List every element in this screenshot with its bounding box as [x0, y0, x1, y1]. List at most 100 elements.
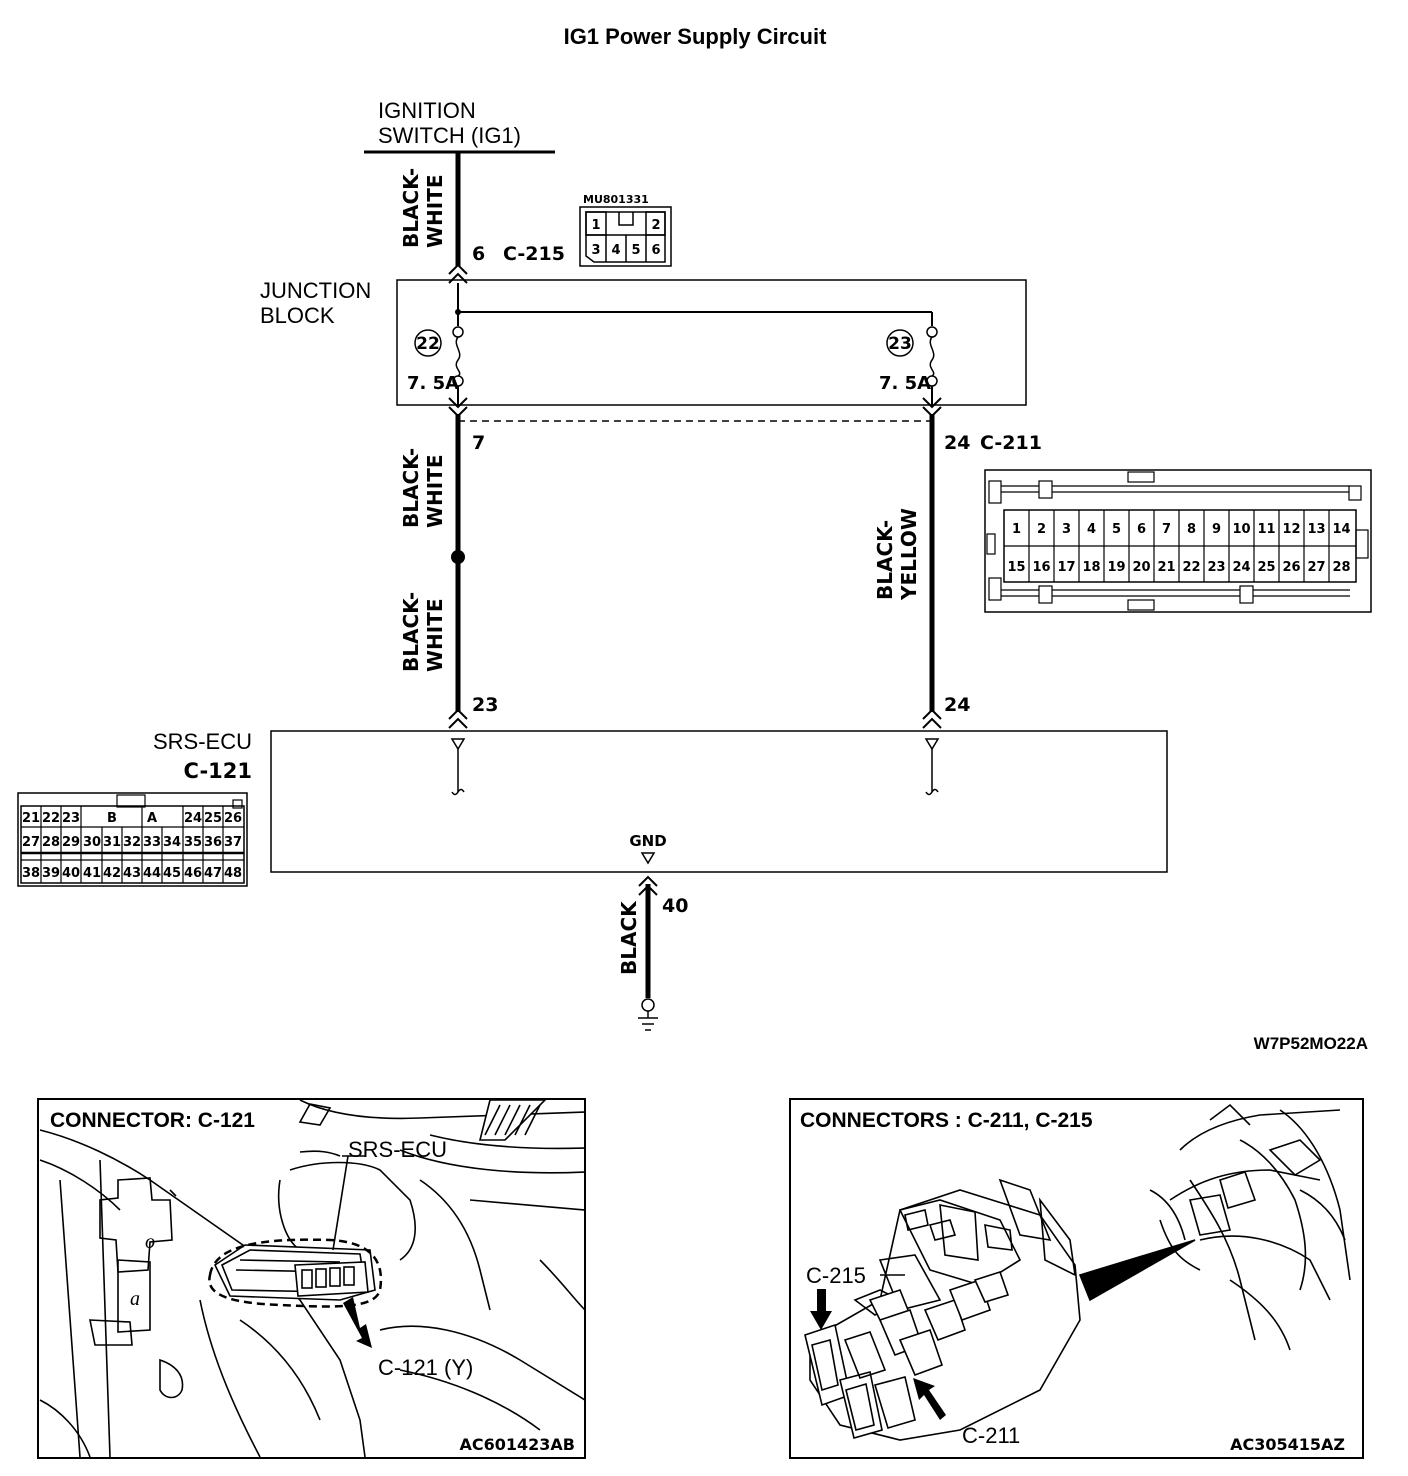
panel-connectors-c211-c215: CONNECTORS : C-211, C-215 C-215 C-211 AC… [789, 1098, 1364, 1459]
connector-pin-label: 43 [123, 866, 141, 881]
c215-name-label: C-215 [503, 243, 565, 265]
panel-left-code: AC601423AB [460, 1435, 576, 1454]
srs-ecu: SRS-ECU C-121 GND [153, 729, 1168, 873]
illustration-c121-location: o a [39, 1100, 584, 1457]
wire-color-w5: BLACK [617, 900, 641, 975]
connector-pin-label: 33 [143, 835, 161, 850]
wire-label-w3: BLACK- WHITE [399, 592, 447, 672]
connector-pin-label: 24 [1232, 560, 1250, 575]
fuse-23: 23 7. 5A [879, 326, 938, 394]
connector-pin-label: 28 [42, 835, 60, 850]
panel-right-c215-callout: C-215 [806, 1263, 866, 1288]
c215-pin-label: 6 [472, 243, 485, 265]
connector-pin-label: B [107, 811, 117, 826]
fuse-23-rating: 7. 5A [879, 373, 931, 394]
connector-pin-label: 12 [1282, 522, 1300, 537]
c215-pin: 2 [651, 218, 660, 233]
connector-pin-label: 17 [1057, 560, 1075, 575]
wire-label-w2: BLACK- WHITE [399, 448, 447, 528]
connector-pin-label: 44 [143, 866, 161, 881]
connector-pin-label: 35 [184, 835, 202, 850]
connector-pin-label: 48 [224, 866, 242, 881]
fuse-22: 22 7. 5A [407, 326, 464, 394]
wire-color-w4b: YELLOW [897, 508, 921, 601]
connector-pin-label: 34 [163, 835, 181, 850]
arrow-icon [343, 1297, 372, 1348]
fuse-22-rating: 7. 5A [407, 373, 459, 394]
connector-pin-label: 30 [83, 835, 101, 850]
connector-pin-label: 25 [204, 811, 222, 826]
svg-text:o: o [145, 1231, 155, 1253]
connector-pin-label: 19 [1107, 560, 1125, 575]
ground-symbol [638, 998, 658, 1031]
connector-pin-label: 22 [42, 811, 60, 826]
connector-pin-label: 13 [1307, 522, 1325, 537]
wire-color-w2b: WHITE [423, 454, 447, 528]
connector-pin-label: 26 [224, 811, 242, 826]
connector-pin-label: 38 [22, 866, 40, 881]
connector-pin-label: 8 [1187, 522, 1196, 537]
panel-left-connector-callout: C-121 (Y) [378, 1355, 473, 1380]
c215-pin: 4 [611, 243, 620, 258]
wire-color-w3b: WHITE [423, 598, 447, 672]
srs-ecu-connector-label: C-121 [184, 759, 252, 783]
connector-pin-label: 27 [1307, 560, 1325, 575]
c211-pin-24-label: 24 [944, 432, 970, 454]
panel-right-title: CONNECTORS : C-211, C-215 [800, 1109, 1093, 1132]
c211-name-label: C-211 [980, 432, 1042, 454]
connector-pin-label: 23 [62, 811, 80, 826]
connector-pin-label: 5 [1112, 522, 1121, 537]
connector-pin-label: 14 [1332, 522, 1350, 537]
wire-label-w4: BLACK- YELLOW [873, 508, 921, 601]
arrow-icon [913, 1378, 946, 1420]
connector-pin-label: 47 [204, 866, 222, 881]
connector-pin-label: 16 [1032, 560, 1050, 575]
connector-pin-label: 41 [83, 866, 101, 881]
ignition-switch-label-line2: SWITCH (IG1) [378, 123, 521, 148]
wire-color-w1a: BLACK- [399, 168, 423, 248]
wire-label-w1: BLACK- WHITE [399, 168, 447, 248]
connector-pin-label: 7 [1162, 522, 1171, 537]
wire-color-w3a: BLACK- [399, 592, 423, 672]
c215-part-number: MU801331 [583, 193, 649, 206]
connector-pin-label: 4 [1087, 522, 1096, 537]
wire-color-w2a: BLACK- [399, 448, 423, 528]
gnd-label: GND [629, 832, 666, 850]
connector-pin-label: 27 [22, 835, 40, 850]
fuse-22-number: 22 [416, 334, 440, 354]
ecu-pin-23-label: 23 [472, 694, 498, 716]
junction-block-label-line2: BLOCK [260, 303, 335, 328]
diagram-code: W7P52MO22A [1254, 1034, 1368, 1053]
connector-pin-label: 25 [1257, 560, 1275, 575]
connector-pin-label: 2 [1037, 522, 1046, 537]
c215-connector-face: MU801331 1 2 3 4 5 6 [579, 193, 672, 267]
connector-pin-label: 46 [184, 866, 202, 881]
svg-text:a: a [130, 1288, 140, 1310]
connector-pin-label: 15 [1007, 560, 1025, 575]
connector-pin-label: 21 [1157, 560, 1175, 575]
connector-pin-label: 28 [1332, 560, 1350, 575]
connector-pin-label: 6 [1137, 522, 1146, 537]
c215-pin: 5 [631, 243, 640, 258]
connector-pin-label: 42 [103, 866, 121, 881]
panel-connector-c121: o a [37, 1098, 586, 1459]
arrow-icon [810, 1289, 832, 1330]
connector-pin-label: 31 [103, 835, 121, 850]
c215-pin: 3 [591, 243, 600, 258]
connector-pin-label: 45 [163, 866, 181, 881]
connector-pin-label: 39 [42, 866, 60, 881]
ignition-switch: IGNITION SWITCH (IG1) [364, 98, 555, 154]
wire-color-w4a: BLACK- [873, 520, 897, 600]
srs-ecu-label: SRS-ECU [153, 729, 252, 754]
fuse-23-number: 23 [888, 334, 912, 354]
c215-pin: 1 [591, 218, 600, 233]
connector-pin-label: 9 [1212, 522, 1221, 537]
connector-pin-label: A [147, 811, 157, 826]
connector-pin-label: 3 [1062, 522, 1071, 537]
junction-block-label-line1: JUNCTION [260, 278, 371, 303]
connector-pin-label: 37 [224, 835, 242, 850]
connector-pin-label: 23 [1207, 560, 1225, 575]
